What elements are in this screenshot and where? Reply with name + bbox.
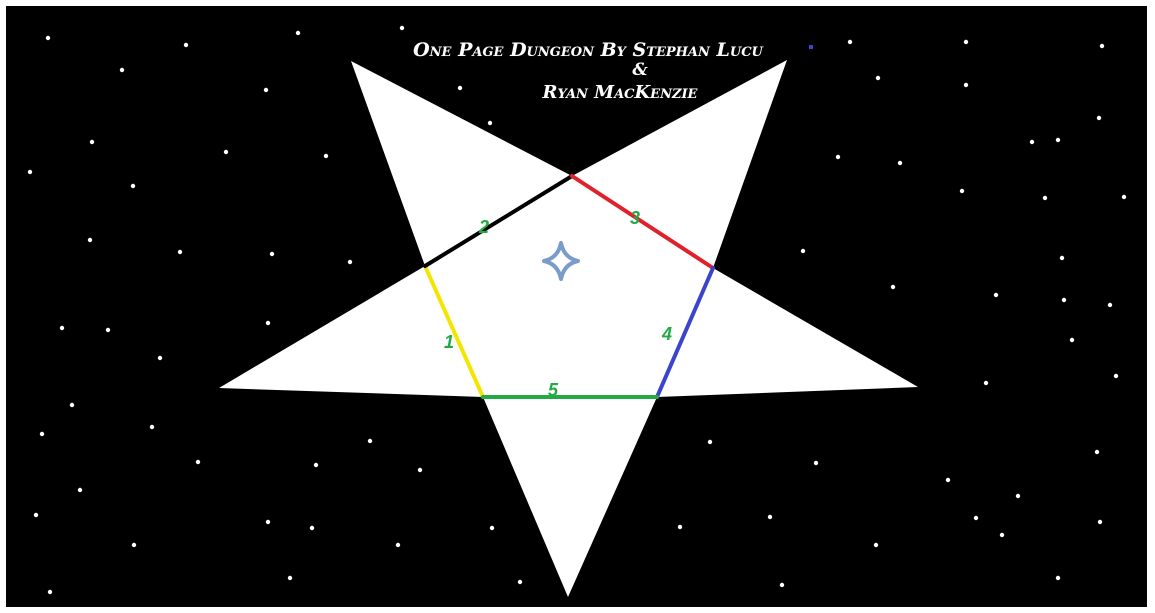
background-star-dot xyxy=(78,488,82,492)
background-star-dot xyxy=(28,170,32,174)
background-star-dot xyxy=(1016,494,1020,498)
title-line-3: Ryan MacKenzie xyxy=(542,82,699,103)
background-star-dot xyxy=(196,460,200,464)
background-star-dot xyxy=(396,543,400,547)
edge-3-label: 3 xyxy=(630,208,640,228)
background-star-dot xyxy=(1095,450,1099,454)
background-star-dot xyxy=(314,463,318,467)
edge-1-label: 1 xyxy=(444,332,454,352)
background-star-dot xyxy=(1060,256,1064,260)
background-star-dot xyxy=(1114,374,1118,378)
background-star-dot xyxy=(48,590,52,594)
background-star-dot xyxy=(348,260,352,264)
background-star-dot xyxy=(946,478,950,482)
background-star-dot xyxy=(150,425,154,429)
background-star-dot xyxy=(296,31,300,35)
background-star-dot xyxy=(1108,303,1112,307)
background-star-dot xyxy=(1030,140,1034,144)
edge-5-label: 5 xyxy=(548,380,559,400)
background-star-dot xyxy=(780,583,784,587)
background-star-dot xyxy=(801,249,805,253)
background-star-dot xyxy=(1070,338,1074,342)
title-line-1: One Page Dungeon By Stephan Lucu xyxy=(413,39,763,61)
background-star-dot xyxy=(158,356,162,360)
background-star-dot xyxy=(814,461,818,465)
background-star-dot xyxy=(848,40,852,44)
background-star-dot xyxy=(960,189,964,193)
background-star-dot xyxy=(132,543,136,547)
background-star-dot xyxy=(1043,196,1047,200)
background-star-dot xyxy=(1056,576,1060,580)
background-star-dot xyxy=(70,403,74,407)
edge-4-label: 4 xyxy=(661,324,672,344)
background-star-dot xyxy=(874,543,878,547)
background-star-dot xyxy=(88,238,92,242)
background-star-dot xyxy=(994,293,998,297)
background-star-dot xyxy=(1098,520,1102,524)
background-star-dot xyxy=(264,88,268,92)
background-star-dot xyxy=(768,515,772,519)
background-star-dot xyxy=(898,161,902,165)
background-star-dot xyxy=(891,285,895,289)
background-star-dot xyxy=(34,513,38,517)
title-dot xyxy=(809,45,813,49)
background-star-dot xyxy=(184,43,188,47)
background-star-dot xyxy=(368,439,372,443)
background-star-dot xyxy=(1062,298,1066,302)
background-star-dot xyxy=(131,184,135,188)
background-star-dot xyxy=(518,580,522,584)
background-star-dot xyxy=(836,155,840,159)
background-star-dot xyxy=(876,76,880,80)
background-star-dot xyxy=(1100,44,1104,48)
background-star-dot xyxy=(310,526,314,530)
background-star-dot xyxy=(178,250,182,254)
background-star-dot xyxy=(1056,138,1060,142)
background-star-dot xyxy=(708,440,712,444)
background-star-dot xyxy=(120,68,124,72)
background-star-dot xyxy=(90,140,94,144)
background-star-dot xyxy=(266,321,270,325)
edge-2-label: 2 xyxy=(478,217,489,237)
background-star-dot xyxy=(40,432,44,436)
background-star-dot xyxy=(984,381,988,385)
background-star-dot xyxy=(964,40,968,44)
background-star-dot xyxy=(60,326,64,330)
background-star-dot xyxy=(1000,533,1004,537)
background-star-dot xyxy=(400,26,404,30)
background-star-dot xyxy=(288,576,292,580)
background-star-dot xyxy=(1122,195,1126,199)
background-star-dot xyxy=(418,468,422,472)
title-line-2: & xyxy=(632,60,648,80)
background-star-dot xyxy=(46,36,50,40)
background-star-dot xyxy=(270,252,274,256)
background-star-dot xyxy=(974,516,978,520)
background-star-dot xyxy=(490,526,494,530)
background-star-dot xyxy=(106,328,110,332)
background-star-dot xyxy=(678,525,682,529)
background-star-dot xyxy=(324,154,328,158)
background-star-dot xyxy=(224,150,228,154)
background-star-dot xyxy=(488,121,492,125)
background-star-dot xyxy=(266,520,270,524)
background-star-dot xyxy=(1097,116,1101,120)
background-star-dot xyxy=(964,83,968,87)
background-star-dot xyxy=(458,86,462,90)
